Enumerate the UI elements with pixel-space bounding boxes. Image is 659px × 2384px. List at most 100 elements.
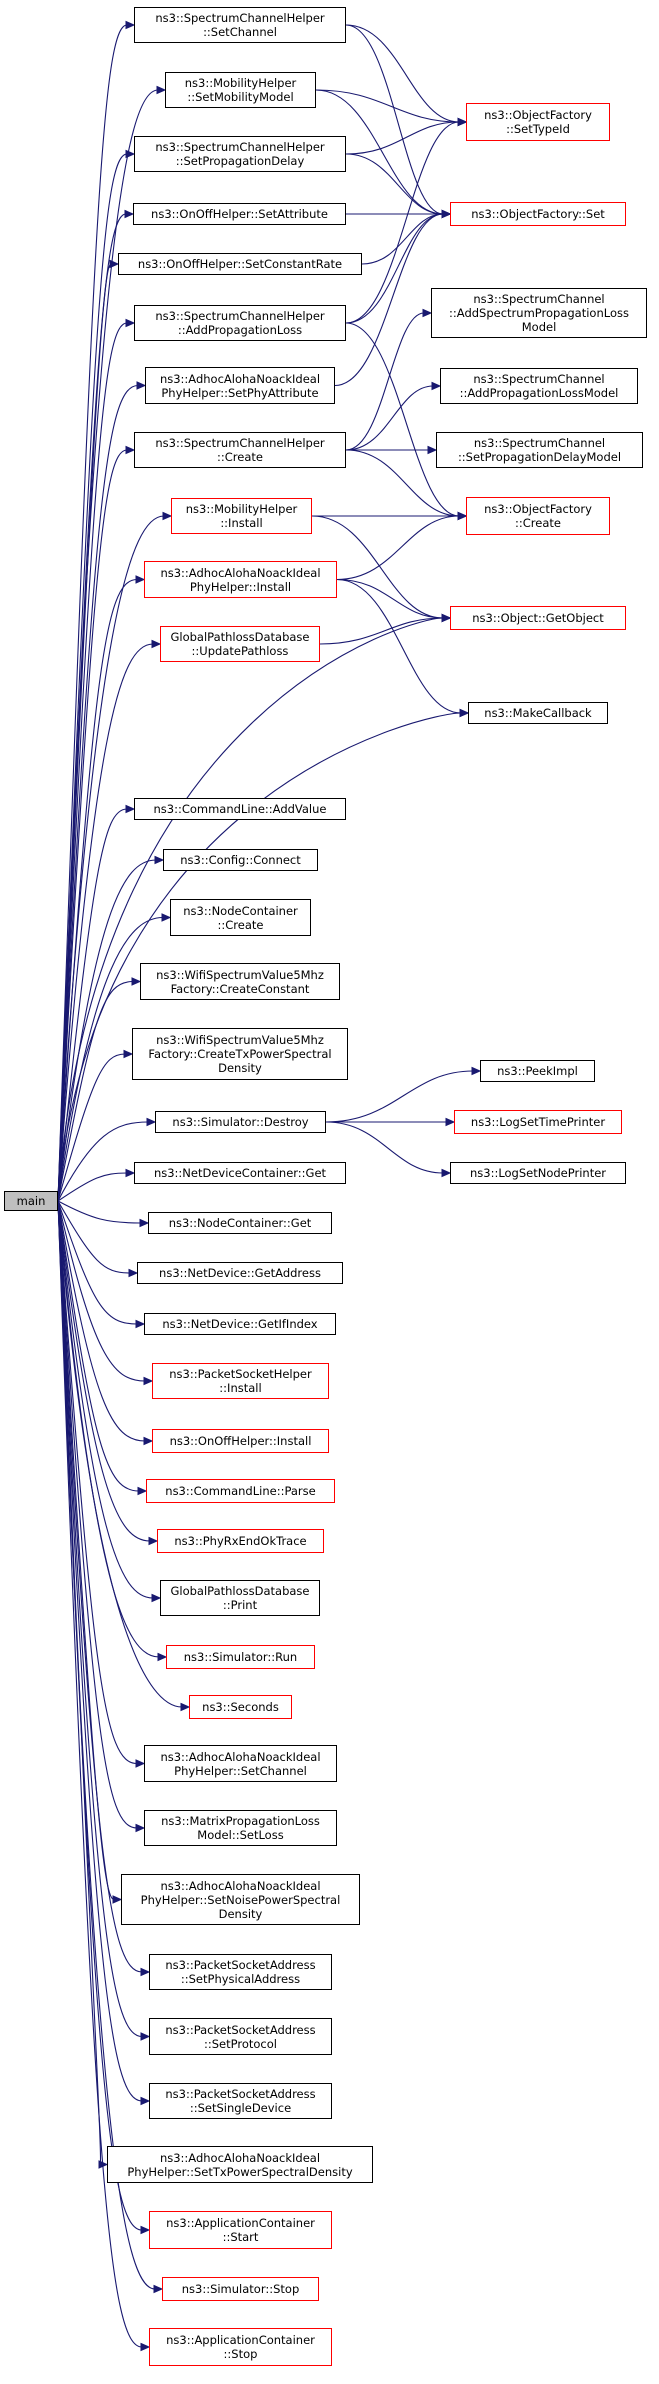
- node-get-object[interactable]: ns3::Object::GetObject: [450, 606, 626, 630]
- edge-arrowhead: [125, 445, 136, 455]
- node-main[interactable]: main: [4, 1191, 58, 1211]
- edge-main-to-app_start: [57, 1200, 143, 2231]
- node-create-tx-psd[interactable]: ns3::WifiSpectrumValue5Mhz Factory::Crea…: [132, 1028, 348, 1080]
- edge-set_channel-to-set_type_id: [345, 24, 460, 123]
- node-create-constant[interactable]: ns3::WifiSpectrumValue5Mhz Factory::Crea…: [140, 963, 340, 1000]
- edge-main-to-pathloss_print: [57, 1200, 154, 1599]
- node-seconds[interactable]: ns3::Seconds: [189, 1695, 292, 1719]
- node-net-device-get-ifindex[interactable]: ns3::NetDevice::GetIfIndex: [144, 1313, 336, 1335]
- edge-arrowhead: [125, 149, 136, 159]
- edge-arrowhead: [156, 85, 167, 95]
- edge-main-to-matrix_set_loss: [57, 1200, 138, 1829]
- edge-arrowhead: [148, 1536, 159, 1546]
- node-net-device-container-get[interactable]: ns3::NetDeviceContainer::Get: [134, 1162, 346, 1184]
- node-set-noise-psd[interactable]: ns3::AdhocAlohaNoackIdeal PhyHelper::Set…: [121, 1874, 360, 1925]
- edge-spectrum_channel_helper_create-to-add_propagation_loss_model: [345, 385, 434, 451]
- node-mobility-install[interactable]: ns3::MobilityHelper ::Install: [171, 498, 312, 534]
- edge-arrowhead: [135, 575, 146, 584]
- edge-update_pathloss-to-get_object: [319, 617, 444, 645]
- edge-arrowhead: [109, 259, 120, 269]
- edge-arrowhead: [143, 1436, 154, 1446]
- edge-arrowhead: [471, 1066, 482, 1076]
- node-object-factory-set[interactable]: ns3::ObjectFactory::Set: [450, 202, 626, 226]
- node-set-propagation-delay[interactable]: ns3::SpectrumChannelHelper ::SetPropagat…: [134, 136, 346, 172]
- node-app-start[interactable]: ns3::ApplicationContainer ::Start: [149, 2211, 332, 2249]
- edge-main-to-seconds: [57, 1200, 183, 1708]
- edge-main-to-onoff_install: [57, 1200, 146, 1442]
- edge-arrowhead: [137, 1486, 148, 1496]
- node-onoff-install[interactable]: ns3::OnOffHelper::Install: [152, 1429, 329, 1453]
- node-pathloss-print[interactable]: GlobalPathlossDatabase ::Print: [160, 1580, 320, 1616]
- edge-main-to-app_stop: [57, 1200, 143, 2348]
- node-object-factory-create[interactable]: ns3::ObjectFactory ::Create: [466, 497, 610, 535]
- node-make-callback[interactable]: ns3::MakeCallback: [468, 702, 608, 724]
- edge-arrowhead: [441, 209, 452, 219]
- edge-add_propagation_loss-to-set_type_id: [345, 121, 460, 324]
- node-set-mobility-model[interactable]: ns3::MobilityHelper ::SetMobilityModel: [165, 72, 316, 108]
- node-add-propagation-loss-model[interactable]: ns3::SpectrumChannel ::AddPropagationLos…: [440, 368, 638, 404]
- node-node-container-get[interactable]: ns3::NodeContainer::Get: [148, 1212, 332, 1234]
- node-spectrum-channel-helper-create[interactable]: ns3::SpectrumChannelHelper ::Create: [134, 432, 346, 468]
- edge-main-to-update_pathloss: [57, 643, 154, 1202]
- edge-set_mobility_model-to-set_type_id: [315, 89, 460, 123]
- edge-main-to-net_device_get_ifindex: [57, 1200, 138, 1325]
- edge-arrowhead: [157, 1652, 168, 1662]
- edge-main-to-node_container_get: [57, 1200, 142, 1224]
- node-set-phy-attribute[interactable]: ns3::AdhocAlohaNoackIdeal PhyHelper::Set…: [145, 367, 335, 404]
- node-log-set-time-printer[interactable]: ns3::LogSetTimePrinter: [454, 1110, 622, 1134]
- node-simulator-destroy[interactable]: ns3::Simulator::Destroy: [155, 1111, 326, 1133]
- edge-main-to-create_constant: [57, 980, 134, 1202]
- edge-arrowhead: [135, 1319, 146, 1329]
- edge-simulator_destroy-to-peek_impl: [325, 1070, 474, 1123]
- edge-arrowhead: [140, 2342, 151, 2352]
- node-set-type-id[interactable]: ns3::ObjectFactory ::SetTypeId: [466, 103, 610, 141]
- node-config-connect[interactable]: ns3::Config::Connect: [163, 849, 318, 871]
- node-add-value[interactable]: ns3::CommandLine::AddValue: [134, 798, 346, 820]
- edge-arrowhead: [154, 855, 165, 865]
- node-phy-helper-install[interactable]: ns3::AdhocAlohaNoackIdeal PhyHelper::Ins…: [144, 561, 337, 598]
- node-set-single-device[interactable]: ns3::PacketSocketAddress ::SetSingleDevi…: [149, 2083, 332, 2119]
- edge-arrowhead: [457, 511, 468, 521]
- edge-main-to-simulator_destroy: [57, 1121, 149, 1202]
- node-packet-socket-helper-install[interactable]: ns3::PacketSocketHelper ::Install: [152, 1363, 329, 1399]
- node-node-container-create[interactable]: ns3::NodeContainer ::Create: [170, 899, 311, 936]
- node-set-channel[interactable]: ns3::SpectrumChannelHelper ::SetChannel: [134, 7, 346, 43]
- node-onoff-set-constant-rate[interactable]: ns3::OnOffHelper::SetConstantRate: [118, 253, 362, 275]
- edge-main-to-create_tx_psd: [57, 1053, 126, 1202]
- edge-phy_helper_install-to-object_factory_create: [336, 515, 460, 581]
- node-peek-impl[interactable]: ns3::PeekImpl: [480, 1060, 595, 1082]
- node-phy-set-channel[interactable]: ns3::AdhocAlohaNoackIdeal PhyHelper::Set…: [144, 1745, 337, 1782]
- edge-main-to-phy_set_channel: [57, 1200, 138, 1765]
- edge-main-to-net_device_container_get: [57, 1172, 128, 1202]
- edge-main-to-get_object: [57, 617, 444, 1202]
- edge-main-to-net_device_get_address: [57, 1200, 131, 1274]
- edge-phy_helper_install-to-make_callback: [336, 578, 462, 714]
- node-matrix-set-loss[interactable]: ns3::MatrixPropagationLoss Model::SetLos…: [144, 1810, 337, 1846]
- node-onoff-set-attribute[interactable]: ns3::OnOffHelper::SetAttribute: [133, 203, 346, 225]
- edge-main-to-packet_socket_helper_install: [57, 1200, 146, 1382]
- edge-main-to-command_line_parse: [57, 1200, 140, 1492]
- node-set-protocol[interactable]: ns3::PacketSocketAddress ::SetProtocol: [149, 2018, 332, 2055]
- edge-arrowhead: [124, 209, 135, 219]
- node-phy-rx-end-ok-trace[interactable]: ns3::PhyRxEndOkTrace: [157, 1529, 324, 1553]
- edge-arrowhead: [151, 1593, 162, 1603]
- edge-set_propagation_delay-to-set_type_id: [345, 121, 460, 155]
- node-set-tx-psd[interactable]: ns3::AdhocAlohaNoackIdeal PhyHelper::Set…: [107, 2146, 373, 2183]
- node-set-physical-address[interactable]: ns3::PacketSocketAddress ::SetPhysicalAd…: [149, 1954, 332, 1990]
- node-net-device-get-address[interactable]: ns3::NetDevice::GetAddress: [137, 1262, 343, 1284]
- edge-arrowhead: [140, 2225, 151, 2235]
- node-simulator-run[interactable]: ns3::Simulator::Run: [166, 1645, 315, 1669]
- edge-arrowhead: [125, 804, 136, 814]
- node-app-stop[interactable]: ns3::ApplicationContainer ::Stop: [149, 2328, 332, 2366]
- edge-arrowhead: [128, 1268, 139, 1278]
- node-set-propagation-delay-model[interactable]: ns3::SpectrumChannel ::SetPropagationDel…: [436, 432, 643, 468]
- edge-arrowhead: [135, 1823, 146, 1833]
- edge-phy_helper_install-to-get_object: [336, 578, 444, 619]
- node-simulator-stop[interactable]: ns3::Simulator::Stop: [162, 2277, 319, 2301]
- node-command-line-parse[interactable]: ns3::CommandLine::Parse: [146, 1479, 335, 1503]
- node-add-spectrum-propagation-loss-model[interactable]: ns3::SpectrumChannel ::AddSpectrumPropag…: [431, 288, 647, 338]
- edge-main-to-spectrum_channel_helper_create: [57, 449, 128, 1202]
- node-add-propagation-loss[interactable]: ns3::SpectrumChannelHelper ::AddPropagat…: [134, 305, 346, 341]
- node-update-pathloss[interactable]: GlobalPathlossDatabase ::UpdatePathloss: [160, 626, 320, 662]
- node-log-set-node-printer[interactable]: ns3::LogSetNodePrinter: [450, 1162, 626, 1184]
